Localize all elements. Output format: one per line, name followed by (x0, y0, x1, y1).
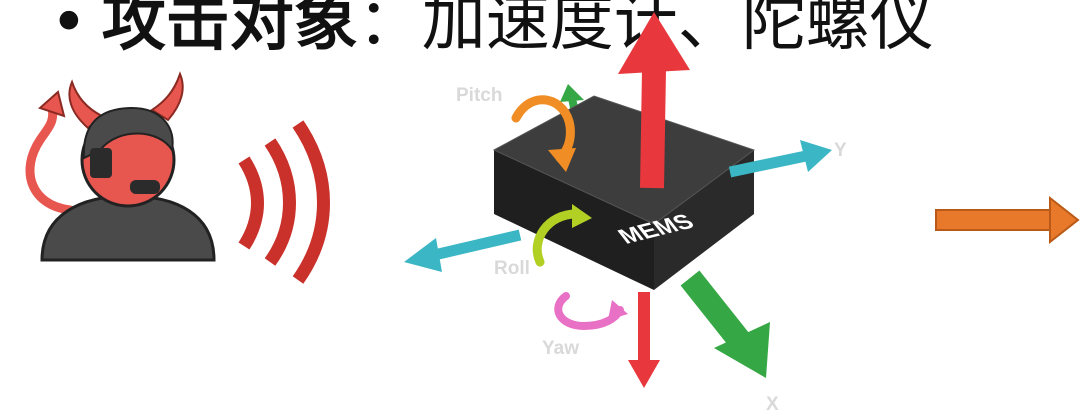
headline-strong-text: 攻击对象 (101, 0, 358, 60)
bullet-glyph: • (50, 0, 88, 60)
roll-axis-label: Roll (494, 258, 530, 279)
attacker-devil-icon (25, 71, 216, 262)
pitch-axis-label: Pitch (456, 85, 503, 106)
mems-sensor-group (404, 12, 832, 388)
acoustic-wave-icon (238, 120, 330, 284)
yaw-axis-label: Yaw (542, 338, 579, 359)
y-axis-label: Y (834, 140, 847, 161)
output-arrow-icon (935, 195, 1080, 245)
x-axis-label: X (766, 394, 779, 415)
